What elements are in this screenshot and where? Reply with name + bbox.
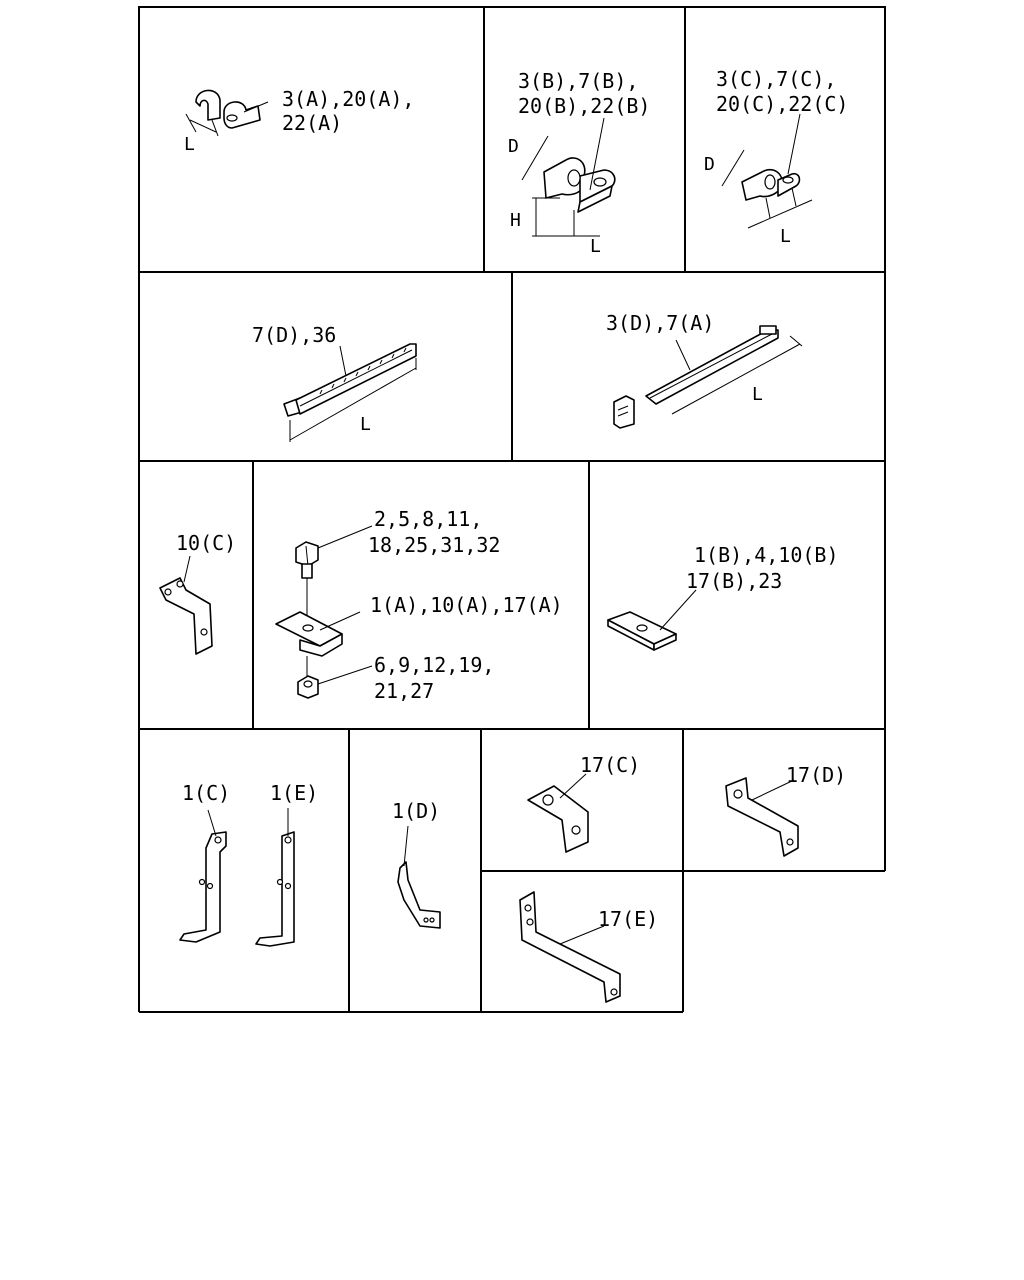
bracket-10c-part <box>159 555 213 655</box>
clamp-b-label-line2: 20(B),22(B) <box>518 94 650 118</box>
clamp-c-label-line2: 20(C),22(C) <box>716 92 848 116</box>
nut-part <box>297 656 373 699</box>
clamp-b-dim-l: L <box>590 236 601 257</box>
plate-label-line2: 17(B),23 <box>686 569 782 593</box>
clamp-b-part <box>521 117 616 237</box>
clamp-b-dim-d: D <box>508 136 519 157</box>
bracket-17d-label: 17(D) <box>786 763 846 787</box>
clamp-c-label-line1: 3(C),7(C), <box>716 67 836 91</box>
clamp-c-dim-l: L <box>780 226 791 247</box>
plate-label-line1: 1(B),4,10(B) <box>694 543 839 567</box>
plate-part <box>607 589 697 651</box>
bracket-1c-part <box>179 809 227 943</box>
clamp-b-label-line1: 3(B),7(B), <box>518 69 638 93</box>
clamp-a-part <box>185 89 269 137</box>
bracket-17c-label: 17(C) <box>580 753 640 777</box>
band-d-dim-l: L <box>360 414 371 435</box>
band-a-label: 3(D),7(A) <box>606 311 714 335</box>
bracket-17e-part <box>519 891 621 1003</box>
bracket-1d-part <box>397 825 441 929</box>
bracket-1a-label: 1(A),10(A),17(A) <box>370 593 563 617</box>
clamp-c-dim-d: D <box>704 154 715 175</box>
bracket-1e-part <box>255 808 295 947</box>
band-d-teeth <box>319 347 407 395</box>
band-d-part <box>283 343 417 442</box>
band-a-part <box>613 325 803 429</box>
bracket-17e-label: 17(E) <box>598 907 658 931</box>
bracket-17c-part <box>527 773 589 853</box>
bracket-1a-part <box>275 611 361 657</box>
clamp-a-dim-l: L <box>184 134 195 155</box>
bracket-1d-label: 1(D) <box>392 799 440 823</box>
nut-label-line1: 6,9,12,19, <box>374 653 494 677</box>
bracket-1c-label: 1(C) <box>182 781 230 805</box>
grid-frame <box>138 6 886 1013</box>
bracket-10c-label: 10(C) <box>176 531 236 555</box>
bolt-part <box>295 525 373 620</box>
bracket-1e-label: 1(E) <box>270 781 318 805</box>
bolt-label-line1: 2,5,8,11, <box>374 507 482 531</box>
band-d-label: 7(D),36 <box>252 323 336 347</box>
clamp-b-dim-h: H <box>510 210 521 231</box>
clamp-a-label-line1: 3(A),20(A), <box>282 87 414 111</box>
clamp-c-part <box>721 113 813 229</box>
nut-label-line2: 21,27 <box>374 679 434 703</box>
bracket-17d-part <box>725 777 799 857</box>
band-a-dim-l: L <box>752 384 763 405</box>
bolt-label-line2: 18,25,31,32 <box>368 533 500 557</box>
clamp-a-label-line2: 22(A) <box>282 111 342 135</box>
